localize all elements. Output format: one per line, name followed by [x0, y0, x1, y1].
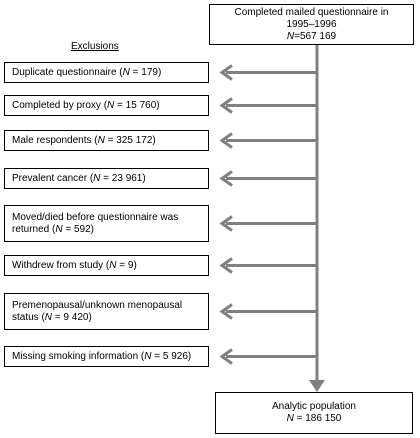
exclusion-n-label: N	[44, 311, 53, 323]
exclusion-n-label: N	[55, 223, 63, 235]
main-flow-arrowhead	[309, 380, 325, 392]
exclusion-reason: Withdrew from study (	[12, 259, 110, 271]
exclusion-text: Prevalent cancer (N = 23 961)	[12, 173, 146, 185]
exclusion-text: Premenopausal/unknown menopausal status …	[12, 300, 201, 324]
exclusion-n-value: = 23 961)	[100, 172, 146, 184]
exclusion-n-value: = 325 172)	[104, 134, 156, 146]
exclusion-box: Missing smoking information (N = 5 926)	[4, 346, 209, 367]
exclusion-arrowhead	[219, 170, 233, 187]
start-box: Completed mailed questionnaire in 1995–1…	[209, 4, 414, 45]
exclusion-n-value: = 9)	[116, 259, 137, 271]
exclusion-n-label: N	[93, 172, 101, 184]
exclusion-reason: Duplicate questionnaire (	[12, 66, 123, 78]
analytic-n-label: N	[286, 413, 294, 424]
exclusion-text: Withdrew from study (N = 9)	[12, 260, 137, 272]
exclusion-reason: Premenopausal/unknown menopausal status …	[12, 299, 183, 323]
exclusion-n-value: = 592)	[62, 223, 95, 235]
start-box-count: N=567 169	[235, 31, 389, 43]
exclusion-n-value: = 5 926)	[151, 350, 192, 362]
exclusion-reason: Prevalent cancer (	[12, 172, 94, 184]
exclusion-text: Moved/died before questionnaire was retu…	[12, 212, 201, 236]
exclusion-text: Duplicate questionnaire (N = 179)	[12, 67, 161, 79]
exclusion-n-value: = 15 760)	[114, 99, 160, 111]
analytic-population-label: Analytic population	[272, 401, 356, 412]
exclusion-reason: Moved/died before questionnaire was retu…	[12, 211, 179, 235]
start-box-line1: Completed mailed questionnaire in	[234, 6, 389, 18]
exclusion-arrowhead	[219, 348, 233, 365]
exclusion-n-label: N	[144, 350, 152, 362]
exclusion-box: Duplicate questionnaire (N = 179)	[4, 62, 209, 83]
analytic-population-count: N = 186 150	[272, 413, 356, 425]
exclusion-arrowhead	[219, 215, 233, 232]
exclusion-arrowhead	[219, 132, 233, 149]
exclusion-n-label: N	[97, 134, 105, 146]
exclusion-arrowhead	[219, 257, 233, 274]
exclusion-arrowhead	[219, 64, 233, 81]
exclusion-reason: Male respondents (	[12, 134, 98, 146]
exclusion-box: Withdrew from study (N = 9)	[4, 255, 209, 276]
analytic-population-box: Analytic population N = 186 150	[215, 392, 413, 434]
exclusion-reason: Missing smoking information (	[12, 350, 145, 362]
exclusion-reason: Completed by proxy (	[12, 99, 108, 111]
exclusion-text: Male respondents (N = 325 172)	[12, 135, 156, 147]
exclusions-title: Exclusions	[71, 41, 119, 52]
exclusion-n-value: = 179)	[129, 66, 162, 78]
exclusion-arrowhead	[219, 97, 233, 114]
exclusion-text: Completed by proxy (N = 15 760)	[12, 100, 160, 112]
exclusion-n-label: N	[109, 259, 117, 271]
exclusion-text: Missing smoking information (N = 5 926)	[12, 351, 191, 363]
exclusion-n-label: N	[107, 99, 115, 111]
exclusion-box: Premenopausal/unknown menopausal status …	[4, 293, 209, 330]
start-box-n-label: N	[286, 30, 295, 42]
exclusion-box: Male respondents (N = 325 172)	[4, 130, 209, 151]
start-box-n-value: =567 169	[294, 30, 337, 42]
exclusion-box: Moved/died before questionnaire was retu…	[4, 205, 209, 242]
exclusion-n-value: = 9 420)	[52, 311, 92, 323]
exclusion-n-label: N	[122, 66, 130, 78]
exclusion-box: Completed by proxy (N = 15 760)	[4, 95, 209, 116]
analytic-n-value: = 186 150	[293, 413, 342, 424]
start-box-line2: 1995–1996	[286, 18, 337, 30]
exclusion-arrowhead	[219, 303, 233, 320]
exclusion-box: Prevalent cancer (N = 23 961)	[4, 168, 209, 189]
